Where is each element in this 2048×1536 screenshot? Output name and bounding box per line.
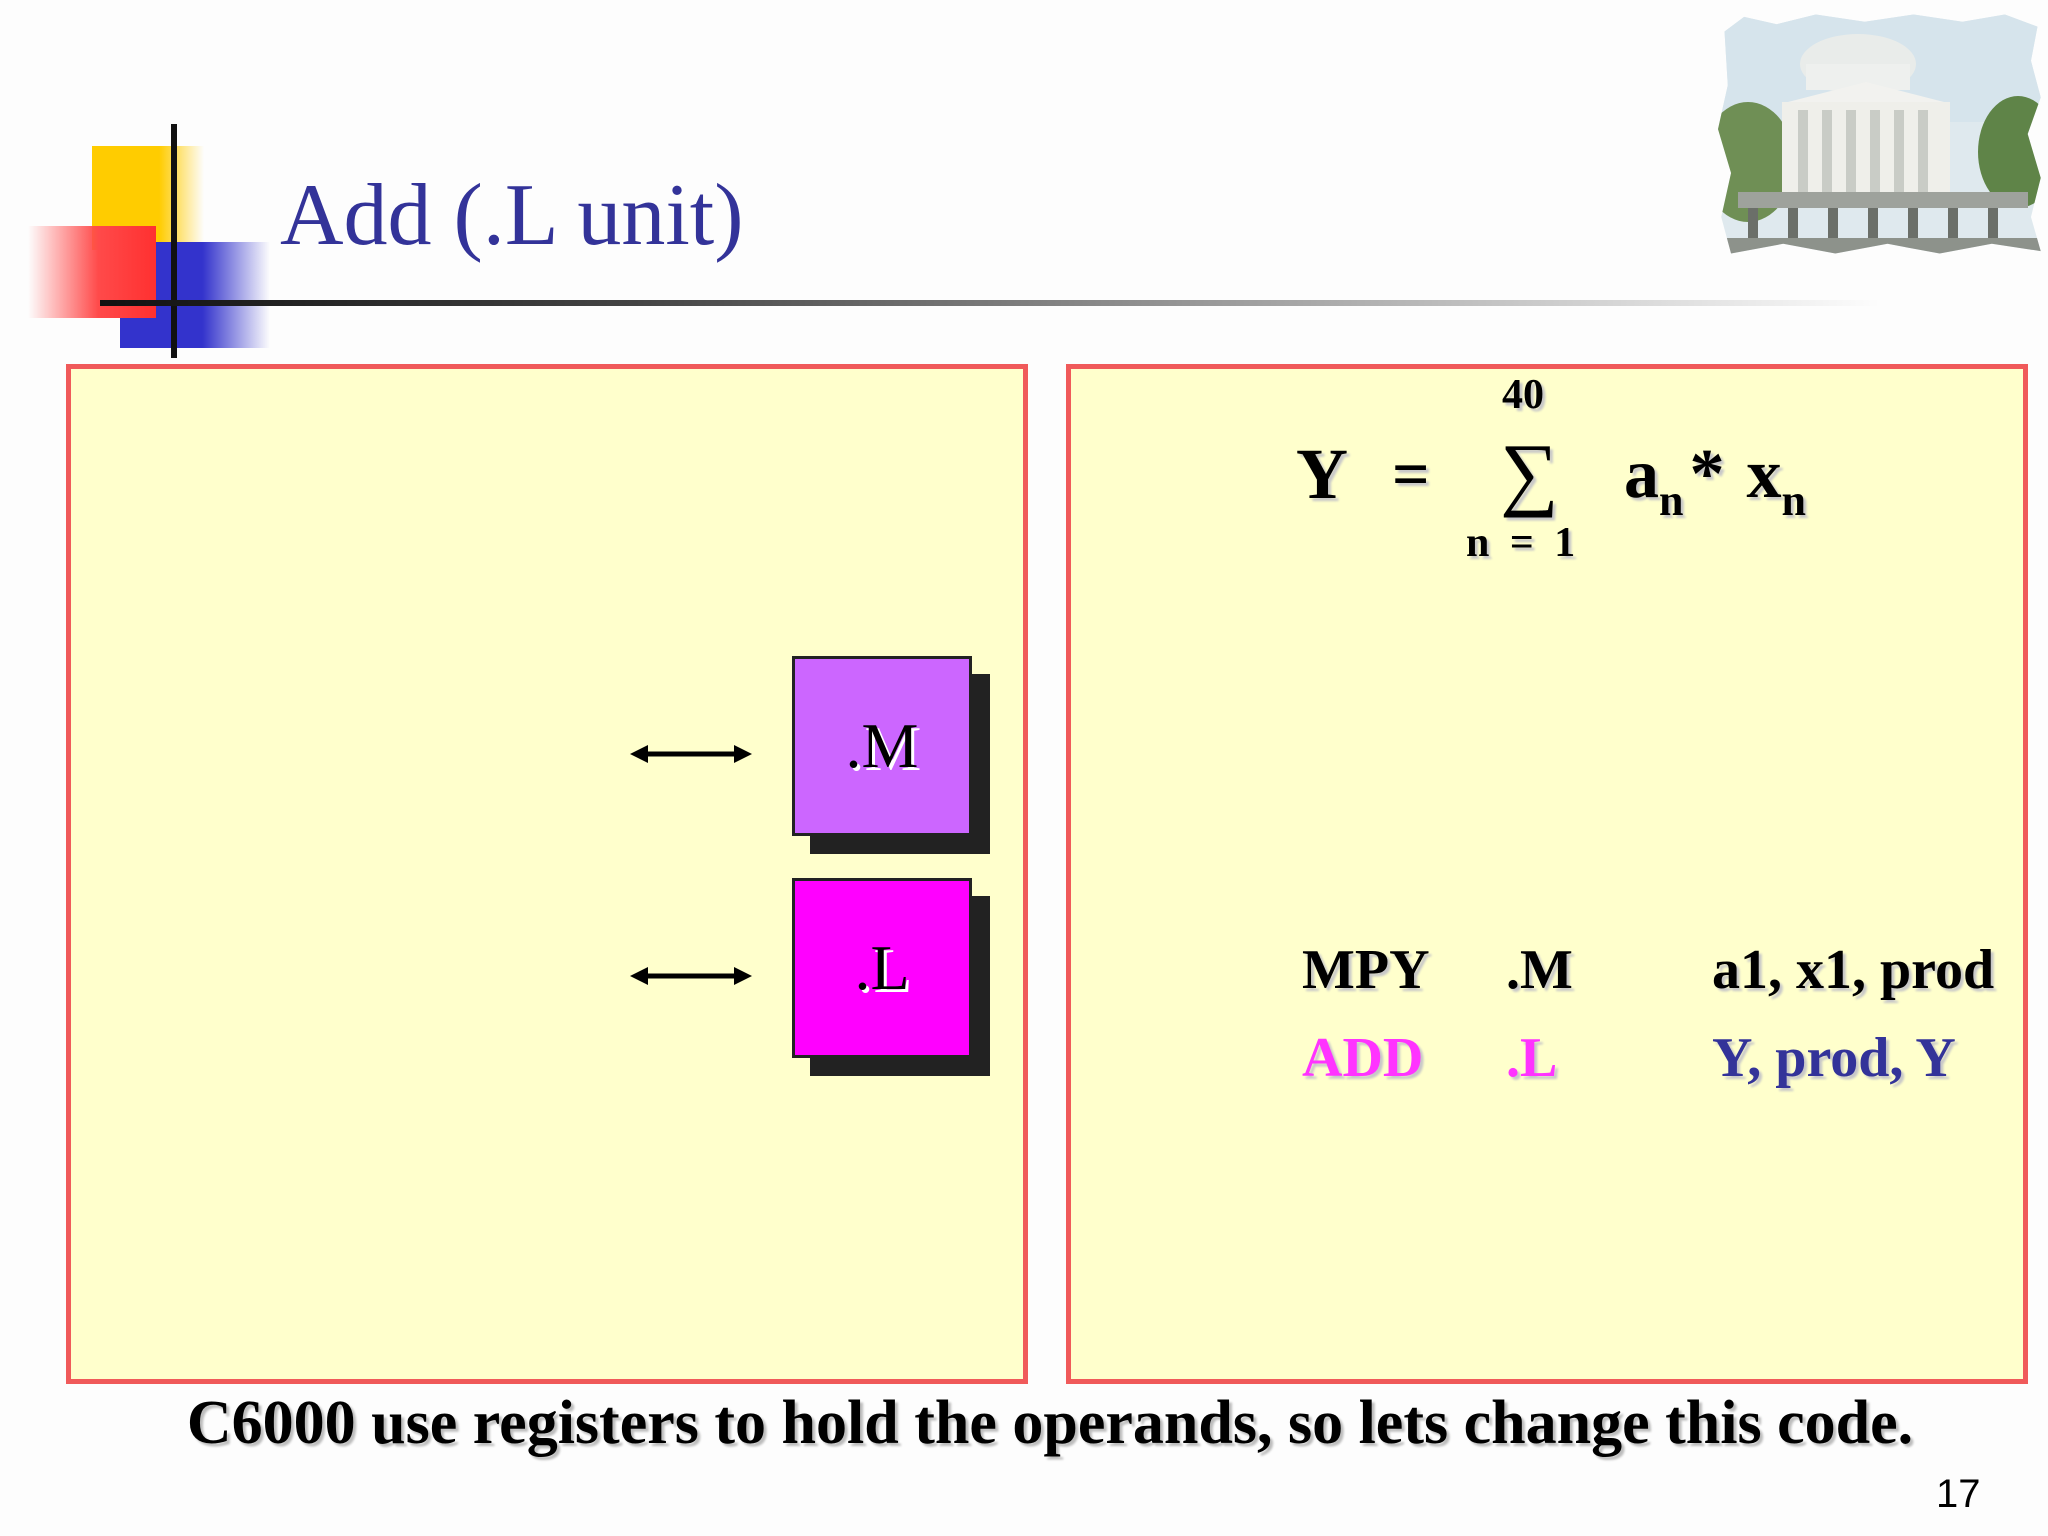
equation-equals: = — [1392, 438, 1430, 511]
double-arrow-icon — [630, 745, 752, 763]
term-a: a — [1624, 436, 1659, 513]
summand: an*xn — [1624, 440, 1806, 523]
code-line1-unit: .M — [1506, 939, 1573, 1001]
code-line2-opcode: ADD — [1302, 1027, 1424, 1089]
m-unit-block: .M — [792, 656, 990, 854]
double-arrow-icon — [630, 967, 752, 985]
slide-title: Add (.L unit) — [280, 167, 744, 264]
title-underline — [100, 300, 1880, 306]
l-unit-block: .L — [792, 878, 990, 1076]
term-x-subscript: n — [1781, 476, 1806, 525]
sigma-symbol: ∑ — [1500, 427, 1559, 518]
slide-number: 17 — [1936, 1472, 1981, 1516]
code-line1-opcode: MPY — [1302, 939, 1430, 1001]
code-line1-operands: a1, x1, prod — [1712, 939, 1995, 1001]
sum-upper-limit: 40 — [1502, 372, 1544, 418]
equation-lhs: Y — [1296, 434, 1348, 514]
left-panel — [66, 364, 1028, 1384]
code-line2-unit: .L — [1506, 1027, 1558, 1089]
sum-lower-limit: n = 1 — [1466, 520, 1576, 566]
code-line2-operands: Y, prod, Y — [1712, 1027, 1956, 1089]
decor-vertical-line — [171, 124, 177, 358]
footer-caption: C6000 use registers to hold the operands… — [186, 1389, 1914, 1457]
term-x: x — [1746, 436, 1782, 513]
l-unit-label: .L — [792, 878, 972, 1058]
building-photo — [1718, 14, 2041, 254]
term-a-subscript: n — [1659, 476, 1684, 525]
multiply-sign: * — [1689, 436, 1725, 513]
m-unit-label: .M — [792, 656, 972, 836]
right-panel — [1066, 364, 2028, 1384]
